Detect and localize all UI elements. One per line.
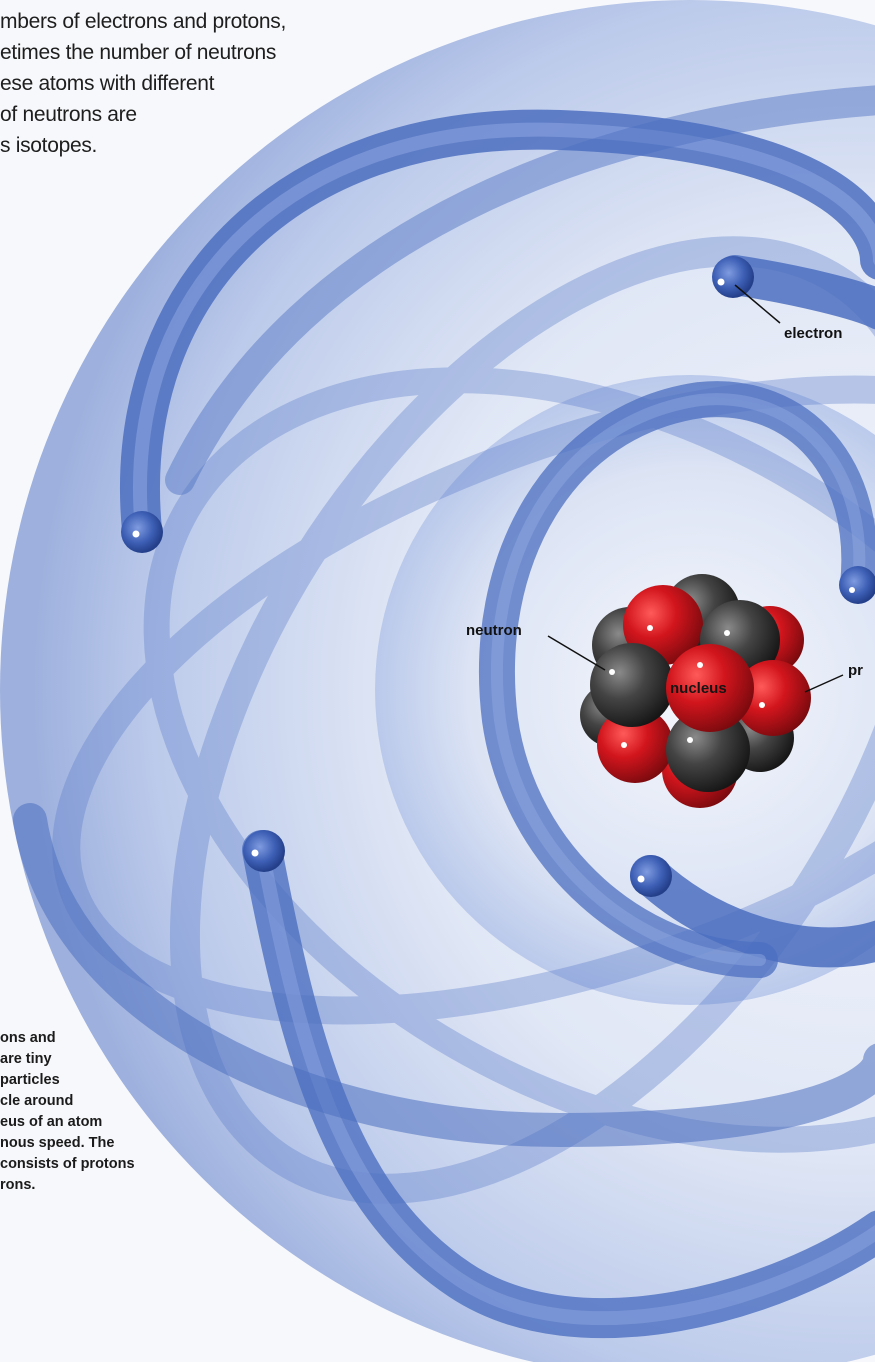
caption-line: consists of protons: [0, 1156, 135, 1172]
intro-line: mbers of electrons and protons,: [0, 10, 287, 33]
electron-leader: [734, 284, 781, 324]
orbit-tube-2: [715, 255, 875, 330]
caption-line: eus of an atom: [0, 1114, 103, 1130]
electron-3: [243, 830, 285, 872]
proton-leader: [804, 674, 844, 693]
electron-4: [630, 855, 672, 897]
intro-line: ese atoms with different: [0, 72, 215, 95]
caption-line: are tiny: [0, 1051, 52, 1067]
intro-line: s isotopes.: [0, 134, 98, 157]
orbit-tube-7: [165, 85, 875, 495]
electron-2: [712, 256, 754, 298]
proton-label: pr: [848, 662, 863, 679]
caption-line: cle around: [0, 1093, 74, 1109]
neutron-label: neutron: [466, 622, 522, 639]
intro-line: of neutrons are: [0, 103, 137, 126]
electron-label: electron: [784, 325, 843, 342]
electron-1: [121, 511, 163, 553]
nucleus-cluster: [580, 574, 811, 808]
caption-line: particles: [0, 1072, 60, 1088]
intro-line: etimes the number of neutrons: [0, 41, 277, 64]
neutron-leader: [547, 635, 606, 671]
intro-paragraph: mbers of electrons and protons, etimes t…: [0, 6, 320, 161]
nucleus-label: nucleus: [670, 680, 727, 697]
caption-line: ons and: [0, 1030, 56, 1046]
caption-line: nous speed. The: [0, 1135, 115, 1151]
figure-caption: ons and are tiny particles cle around eu…: [0, 1028, 200, 1196]
electron-5: [839, 566, 875, 604]
orbit-tube-4: [630, 855, 875, 968]
caption-line: rons.: [0, 1177, 36, 1193]
orbit-tube-6: [13, 803, 875, 1148]
orbit-tube-5: [478, 381, 875, 978]
